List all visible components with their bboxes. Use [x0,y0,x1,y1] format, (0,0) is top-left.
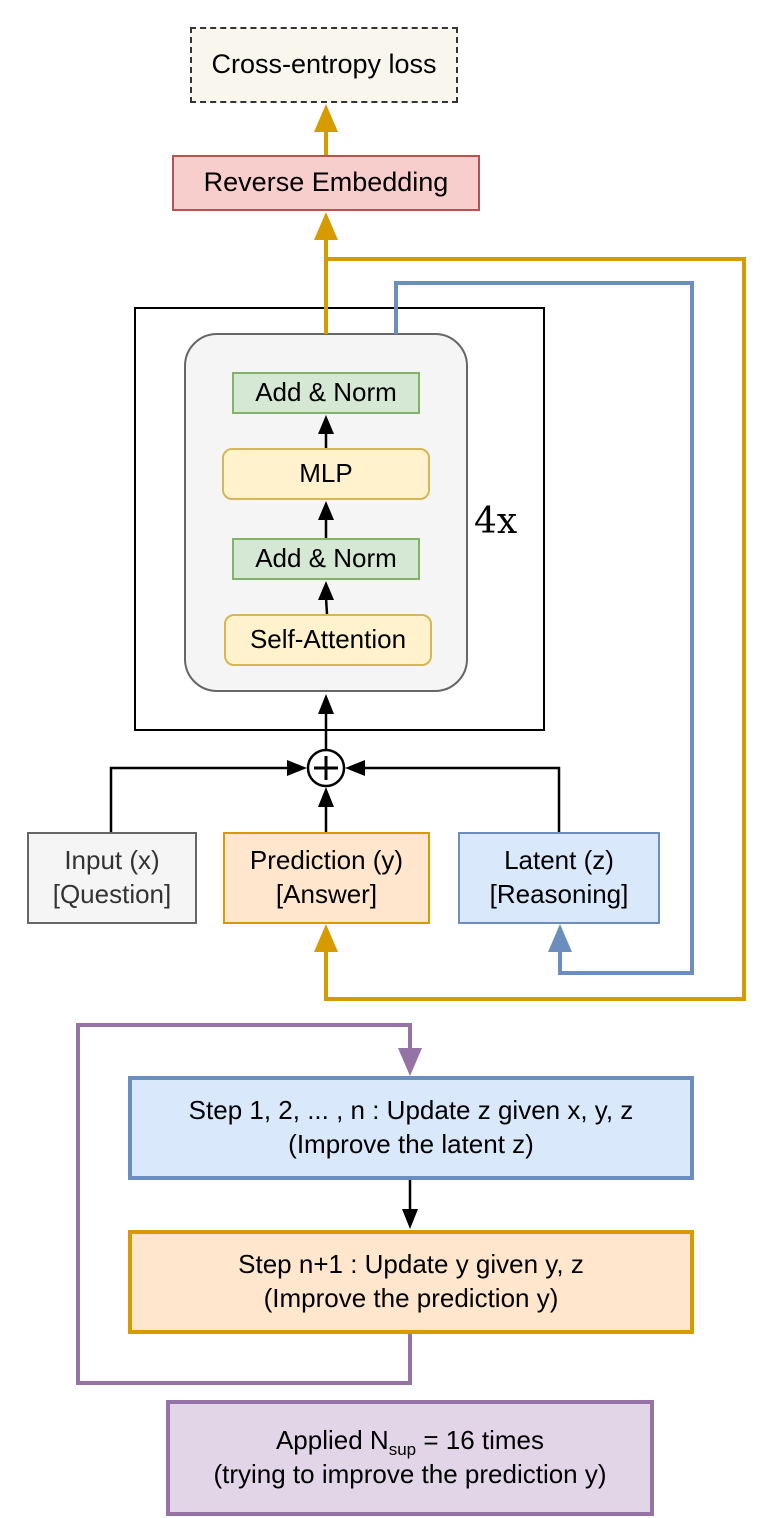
mlp-box: MLP [222,448,430,500]
add-norm-bottom-box: Add & Norm [232,538,420,580]
add-norm-top-box: Add & Norm [232,372,420,414]
input-x-line2: [Question] [52,879,172,909]
applied-suffix: = 16 times [416,1425,545,1456]
mlp-to-addnorm-arrowhead [318,415,334,434]
cross-entropy-loss-label: Cross-entropy loss [211,49,437,80]
addnorm-to-mlp-arrowhead [318,501,334,520]
applied-nsup-box: Applied Nsup = 16 times (trying to impro… [166,1400,654,1516]
applied-nsup-line1: Applied Nsup = 16 times [276,1424,544,1458]
add-norm-bottom-label: Add & Norm [255,543,397,574]
supervision-loop [76,1023,412,1385]
prediction-to-sum-arrowhead [318,787,334,807]
prediction-feedback-arrowhead [314,924,338,952]
prediction-update-step-box: Step n+1 : Update y given y, z (Improve … [128,1230,694,1334]
prediction-y-line2: [Answer] [275,879,378,909]
input-to-sum-arrowhead [287,760,307,776]
input-to-sum-line [109,766,288,832]
latent-update-step-line1: Step 1, 2, ... , n : Update z given x, y… [188,1095,634,1126]
latent-z-box: Latent (z) [Reasoning] [458,832,660,924]
latent-z-line2: [Reasoning] [489,879,629,909]
attention-to-addnorm-line [324,597,329,615]
reverse-to-loss-arrowhead [314,104,338,132]
reverse-embedding-label: Reverse Embedding [203,167,449,198]
applied-subscript: sup [388,1440,417,1460]
prediction-update-step-line1: Step n+1 : Update y given y, z [238,1249,584,1280]
supervision-loop-arrowhead [398,1048,422,1076]
transformer-block-frame [134,307,545,731]
output-to-reverse-arrowhead [314,212,338,240]
attention-to-addnorm-arrowhead [318,581,334,600]
latent-z-line1: Latent (z) [504,845,614,876]
latent-to-sum-arrowhead [345,760,365,776]
cross-entropy-loss-box: Cross-entropy loss [190,27,458,103]
latent-to-sum-line [364,766,561,832]
reverse-embedding-box: Reverse Embedding [172,155,480,211]
latent-update-step-box: Step 1, 2, ... , n : Update z given x, y… [128,1076,694,1180]
applied-prefix: Applied N [275,1425,389,1456]
latent-feedback-loop [394,281,694,975]
add-norm-top-label: Add & Norm [255,377,397,408]
input-x-box: Input (x) [Question] [27,832,197,924]
input-x-line1: Input (x) [64,845,160,876]
prediction-update-step-line2: (Improve the prediction y) [263,1283,559,1313]
self-attention-label: Self-Attention [249,624,407,655]
prediction-y-box: Prediction (y) [Answer] [223,832,430,924]
mlp-label: MLP [299,458,353,489]
latent-update-step-line2: (Improve the latent z) [288,1129,534,1159]
sum-to-block-arrowhead [318,694,334,714]
step-to-step-arrowhead [402,1209,418,1229]
self-attention-box: Self-Attention [224,614,432,666]
repeat-count-label: 4x [474,501,518,542]
prediction-y-line1: Prediction (y) [249,845,404,876]
prediction-feedback-loop [324,257,746,1001]
applied-nsup-line2: (trying to improve the prediction y) [213,1459,607,1489]
latent-feedback-arrowhead [548,924,572,952]
